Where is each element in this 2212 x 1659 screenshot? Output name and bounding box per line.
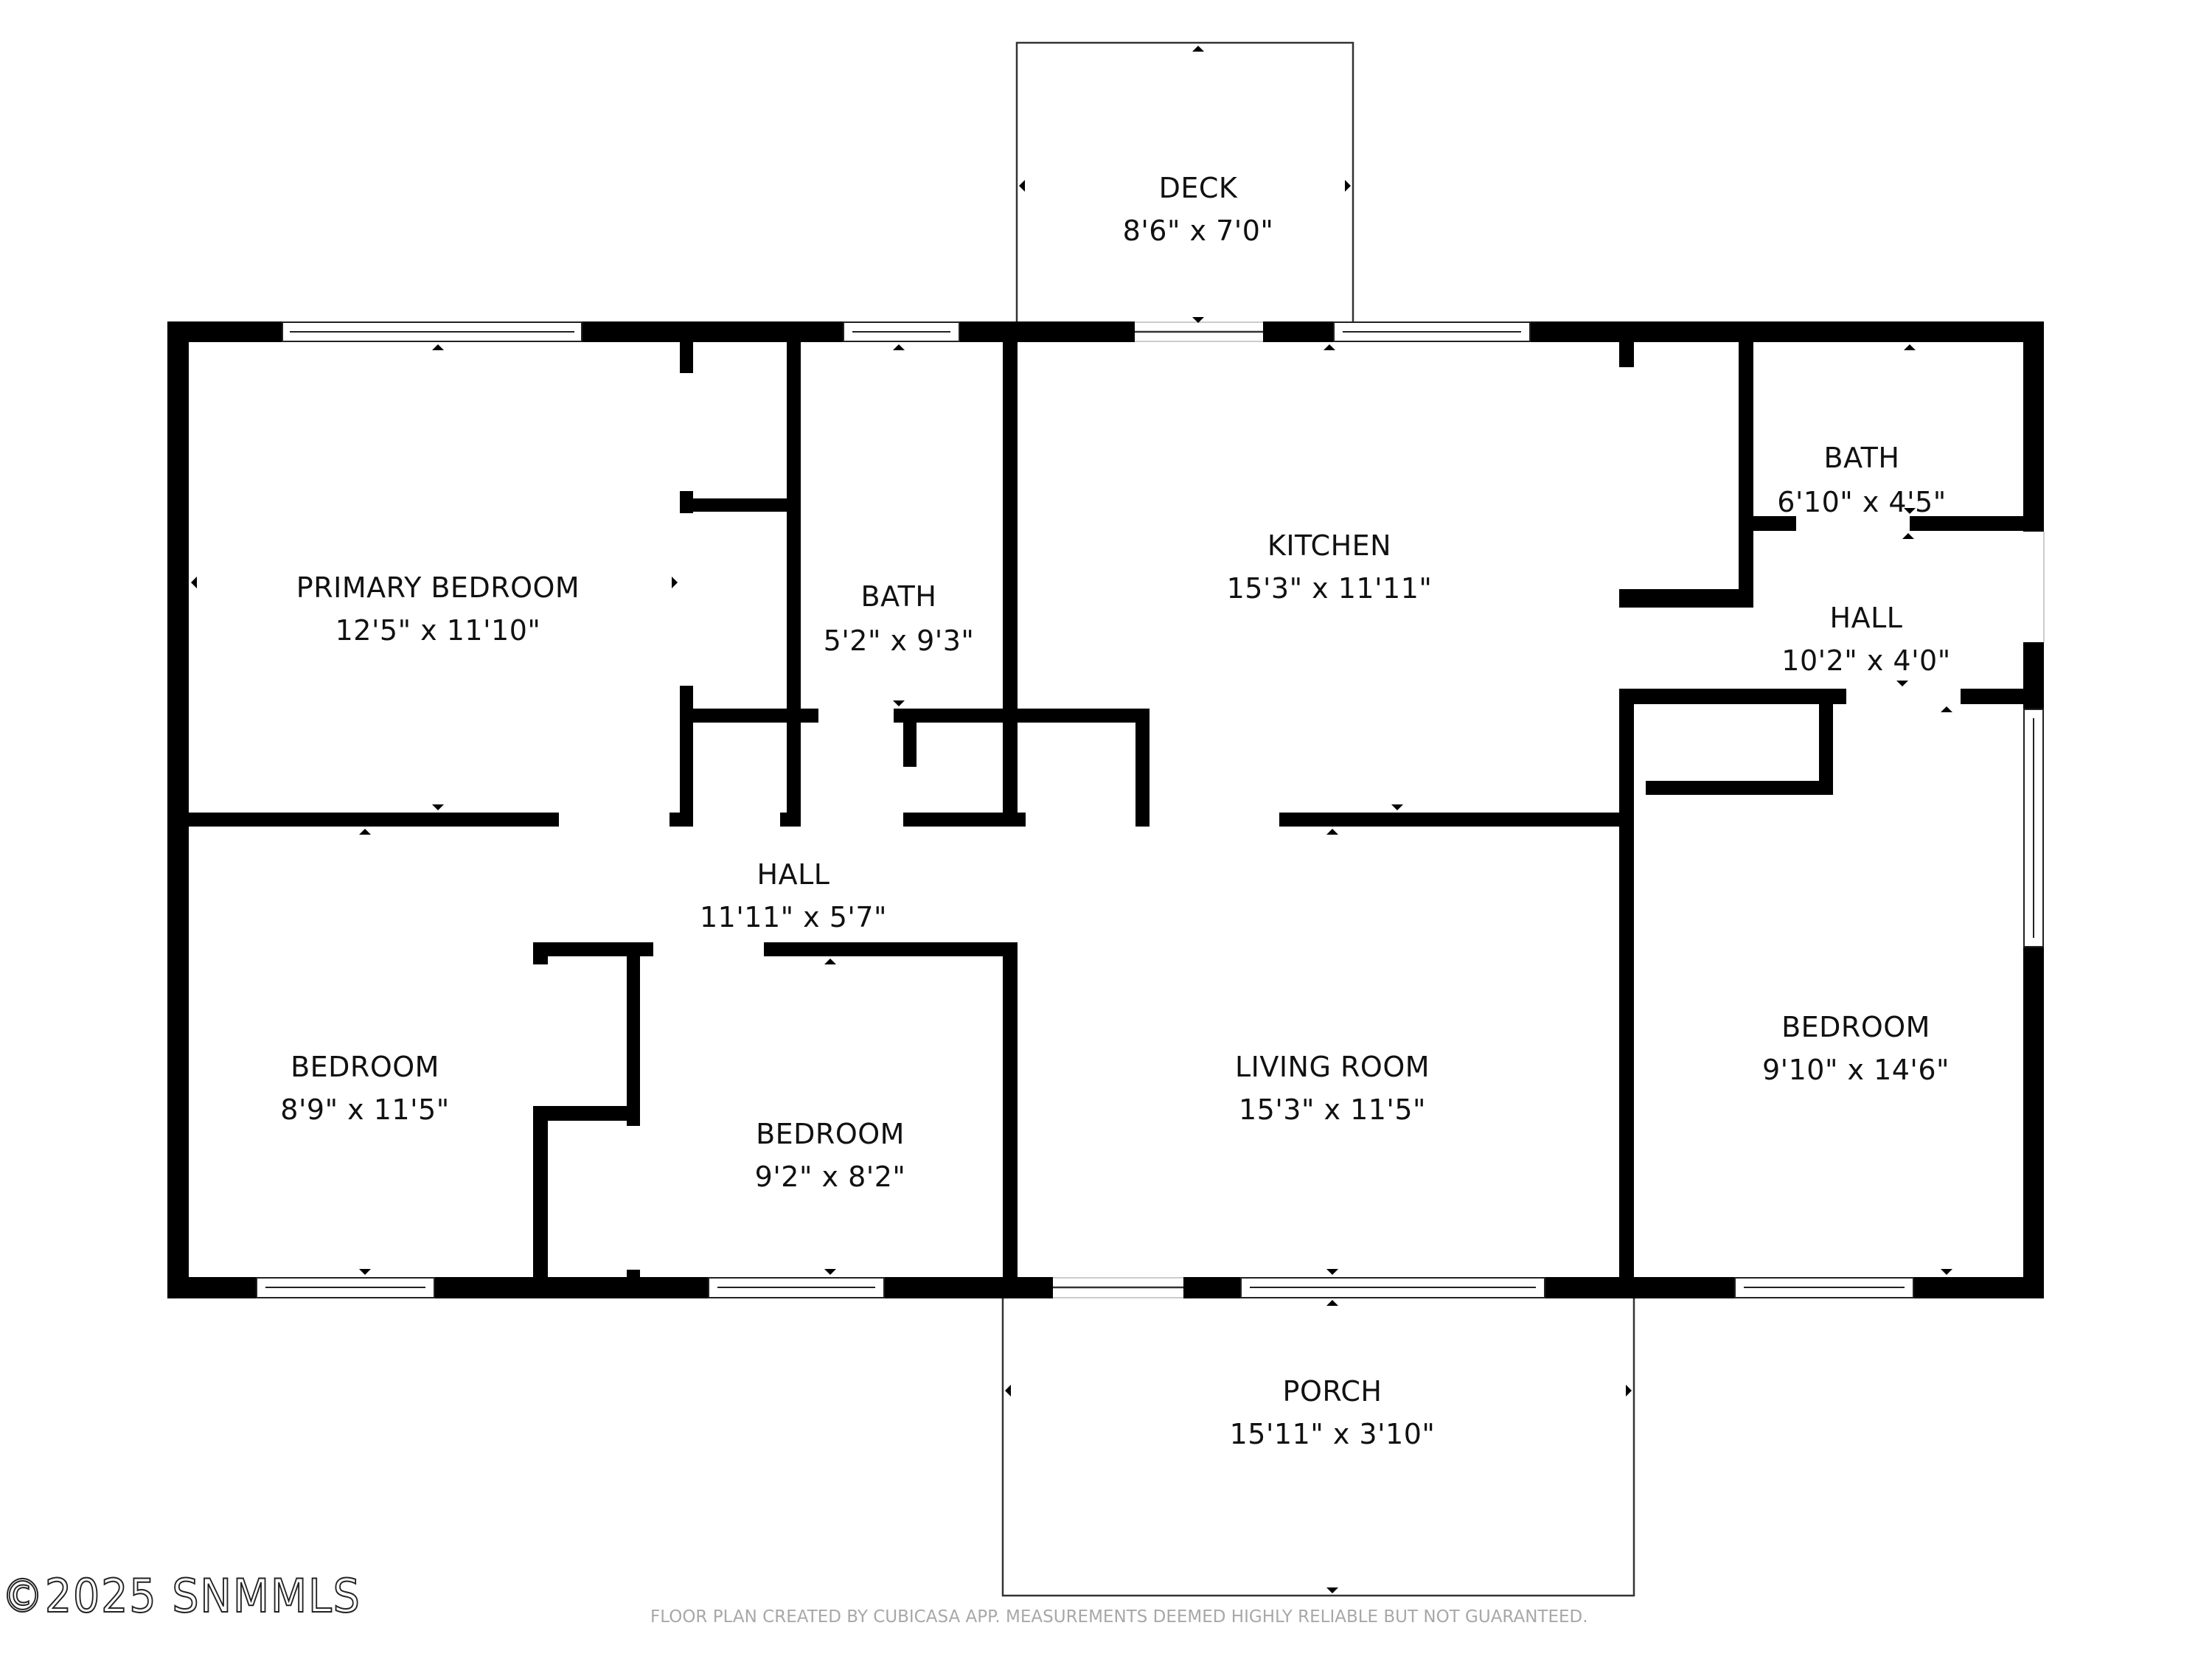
room-size-primary-bedroom: 12'5" x 11'10" bbox=[335, 614, 541, 647]
deck-outline bbox=[1015, 41, 1354, 333]
room-size-deck: 8'6" x 7'0" bbox=[1122, 215, 1274, 247]
room-size-bedroom-right: 9'10" x 14'6" bbox=[1761, 1054, 1950, 1086]
disclaimer-text: FLOOR PLAN CREATED BY CUBICASA APP. MEAS… bbox=[650, 1607, 1588, 1627]
room-name-hall-center: HALL bbox=[757, 858, 830, 891]
room-size-bath-center: 5'2" x 9'3" bbox=[823, 625, 975, 657]
copyright-watermark: ©2025 SNMMLS bbox=[1, 1568, 361, 1624]
room-name-living-room: LIVING ROOM bbox=[1234, 1051, 1430, 1083]
room-size-kitchen: 15'3" x 11'11" bbox=[1226, 572, 1433, 605]
dimension-markers bbox=[191, 46, 1952, 1593]
room-name-kitchen: KITCHEN bbox=[1267, 529, 1392, 562]
room-name-hall-right: HALL bbox=[1829, 602, 1903, 634]
room-size-bath-right: 6'10" x 4'5" bbox=[1777, 486, 1947, 518]
openings bbox=[1053, 321, 2045, 1298]
room-name-bath-center: BATH bbox=[860, 580, 937, 613]
room-size-bedroom-middle: 9'2" x 8'2" bbox=[754, 1161, 906, 1193]
room-name-bath-right: BATH bbox=[1823, 442, 1900, 474]
windows bbox=[256, 321, 2044, 1298]
room-name-deck: DECK bbox=[1158, 172, 1238, 204]
room-size-hall-center: 11'11" x 5'7" bbox=[699, 901, 888, 933]
room-size-bedroom-left: 8'9" x 11'5" bbox=[280, 1093, 450, 1126]
room-size-porch: 15'11" x 3'10" bbox=[1229, 1418, 1436, 1450]
room-name-bedroom-right: BEDROOM bbox=[1781, 1011, 1930, 1043]
room-name-porch: PORCH bbox=[1282, 1375, 1382, 1408]
room-size-living-room: 15'3" x 11'5" bbox=[1238, 1093, 1427, 1126]
room-size-hall-right: 10'2" x 4'0" bbox=[1781, 644, 1951, 677]
walls bbox=[167, 321, 2044, 1298]
room-name-primary-bedroom: PRIMARY BEDROOM bbox=[296, 571, 580, 604]
room-name-bedroom-left: BEDROOM bbox=[291, 1051, 439, 1083]
room-name-bedroom-middle: BEDROOM bbox=[756, 1118, 905, 1150]
